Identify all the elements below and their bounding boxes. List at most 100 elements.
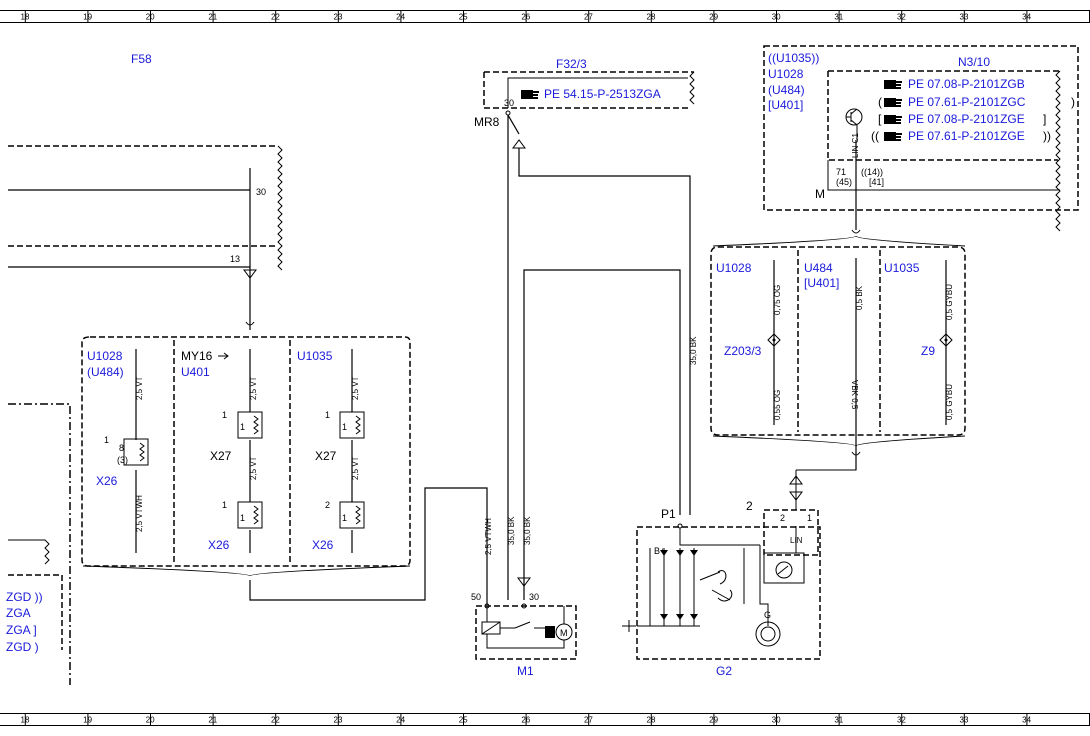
conn-x27b: X27: [315, 449, 337, 463]
top-ruler-number: 22: [271, 13, 280, 22]
label-m: M: [815, 187, 825, 201]
variant-u401-right: [U401]: [804, 276, 839, 290]
variant-my16: MY16: [181, 349, 213, 363]
top-ruler-number: 34: [1022, 13, 1031, 22]
wire-w3: 2,5 VT: [249, 376, 258, 400]
top-ruler-number: 18: [21, 13, 30, 22]
variant-u1035-n3: ((U1035)): [768, 51, 819, 65]
ref-hand-icon-1: [884, 80, 902, 89]
variant-u1035-right: U1035: [884, 261, 920, 275]
bottom-ruler-number: 34: [1022, 716, 1031, 725]
variant-u484-right: U484: [804, 261, 833, 275]
top-ruler: [0, 10, 1090, 23]
bottom-ruler-number: 30: [772, 716, 781, 725]
ref-n3-2-post: ): [1071, 95, 1075, 109]
variant-u1028-right: U1028: [716, 261, 752, 275]
bottom-ruler-number: 20: [146, 716, 155, 725]
bottom-ruler-number: 27: [584, 716, 593, 725]
pin-1c: 1: [240, 422, 245, 432]
wire-w10: 35,0 BK: [523, 516, 532, 545]
top-ruler-number: 19: [83, 13, 92, 22]
ref-n3-2: PE 07.61-P-2101ZGC: [908, 95, 1026, 109]
pin-2-conn: 2: [780, 513, 785, 523]
ground-arrow-2: [512, 139, 526, 149]
top-ruler-number: 31: [834, 13, 843, 22]
label-f58: F58: [131, 52, 152, 66]
conn-x26a: X26: [96, 474, 118, 488]
m1-brush: [545, 626, 555, 638]
n3-10-box: [763, 45, 1079, 211]
top-ruler-number: 29: [709, 13, 718, 22]
connector-arrows-g2: [789, 475, 803, 501]
ref-n3-4-pre: ((: [871, 129, 879, 143]
wire-to-m1-50: [249, 487, 488, 605]
wire-w7: 2,5 VTWH: [484, 518, 493, 555]
wire-w1: 2,5 VT: [135, 376, 144, 400]
pin-1b: 1: [222, 410, 227, 420]
wire-w8: 35,0 BK: [689, 336, 698, 365]
f32-3-box: [483, 71, 694, 109]
label-n3-10: N3/10: [958, 55, 990, 69]
pin-1-conn: 1: [807, 513, 812, 523]
wire-w14: 0,5 GYBU: [945, 284, 954, 320]
wire-w2: 2,5 VTWH: [135, 495, 144, 532]
wire-break-3: [851, 451, 861, 456]
pin-1h: 1: [342, 513, 347, 523]
ref-n3-3-post: ]: [1043, 112, 1046, 126]
wire-w15: 0,5 GYBU: [945, 384, 954, 420]
g2-diodes: [660, 550, 698, 620]
top-ruler-number: 28: [647, 13, 656, 22]
bottom-ruler-number: 21: [208, 716, 217, 725]
ref-f32: PE 54.15-P-2513ZGA: [544, 87, 661, 101]
top-ruler-number: 32: [897, 13, 906, 22]
bottom-ruler-number: 33: [960, 716, 969, 725]
pin-1f: 1: [325, 410, 330, 420]
wire-w12: 0,55 OG: [773, 390, 782, 420]
label-f32-3: F32/3: [556, 57, 587, 71]
conn-z203-3: Z203/3: [724, 344, 762, 358]
left-text-1: ZGD )): [6, 590, 43, 604]
g2-connector: [763, 509, 819, 556]
pin-8: 8: [119, 443, 124, 453]
pin-1a: 1: [104, 435, 109, 445]
pin-45: (45): [836, 177, 852, 187]
m1-box: [475, 605, 577, 660]
g2-stator: [699, 570, 733, 602]
arrow-my16: [218, 352, 229, 360]
variant-u484-n3: (U484): [768, 83, 805, 97]
left-text-2: ZGA: [6, 606, 31, 620]
wire-w5: 2,5 VT: [351, 376, 360, 400]
connector-group-box: [81, 336, 411, 567]
variant-u401-mid: U401: [181, 365, 210, 379]
splice-group-box: [710, 246, 966, 436]
bottom-ruler-number: 23: [334, 716, 343, 725]
top-ruler-number: 24: [396, 13, 405, 22]
variant-u1035-mid: U1035: [297, 349, 333, 363]
ground-arrow-3: [517, 577, 531, 587]
variant-u1028-n3: U1028: [768, 67, 804, 81]
top-ruler-number: 27: [584, 13, 593, 22]
wire-break-1: [245, 321, 255, 326]
bottom-ruler-number: 19: [83, 716, 92, 725]
splice-z203: [767, 333, 781, 347]
top-ruler-number: 20: [146, 13, 155, 22]
conn-z9: Z9: [921, 344, 935, 358]
label-g: G: [764, 610, 771, 620]
ref-n3-4: PE 07.61-P-2101ZGE: [908, 129, 1025, 143]
ref-hand-icon-3: [884, 115, 902, 124]
bottom-ruler-number: 31: [834, 716, 843, 725]
variant-u401-n3: [U401]: [768, 98, 803, 112]
bottom-ruler-number: 18: [21, 716, 30, 725]
label-g2: G2: [716, 664, 732, 678]
bottom-ruler-number: 29: [709, 716, 718, 725]
ref-hand-icon-f32: [521, 90, 539, 99]
bottom-ruler-number: 32: [897, 716, 906, 725]
pin-30-relay: 30: [504, 98, 514, 108]
label-b-plus: B+: [654, 546, 665, 556]
pin-2a: 2: [325, 500, 330, 510]
wire-break-2: [851, 229, 861, 234]
top-ruler-number: 25: [459, 13, 468, 22]
left-text-3: ZGA ]: [6, 623, 37, 637]
